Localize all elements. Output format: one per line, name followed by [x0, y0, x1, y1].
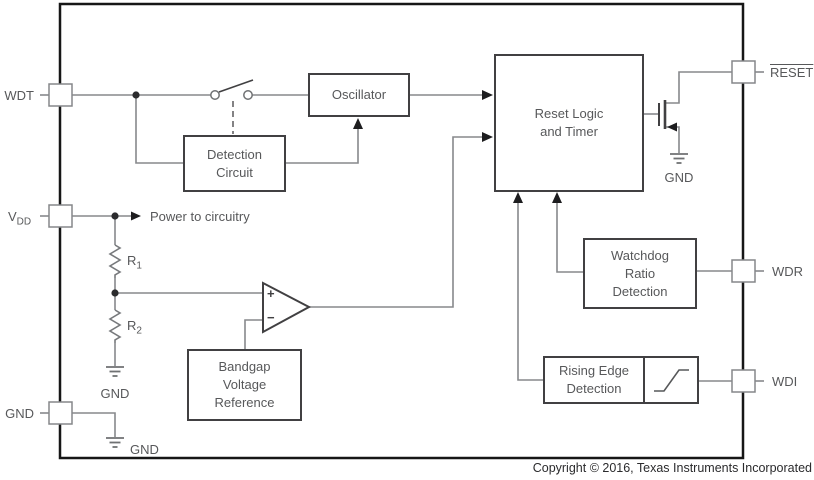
wires: [40, 71, 764, 437]
block-rising-edge-iconcell: [643, 358, 697, 402]
block-reset-logic-line2: and Timer: [540, 124, 598, 139]
block-watchdog-ratio: Watchdog Ratio Detection: [583, 238, 697, 309]
gnd-symbol-r2: [106, 366, 124, 377]
block-rising-edge-line1: Rising Edge: [558, 363, 630, 378]
wire-detection-to-oscillator: [285, 127, 359, 164]
comparator-plus-sign: +: [267, 286, 275, 301]
pin-label-wdr: WDR: [772, 264, 804, 279]
block-bandgap-line1: Bandgap: [218, 359, 271, 374]
label-gnd-r2: GND: [100, 386, 130, 401]
resistor-r2: [108, 309, 122, 343]
pin-box-reset: [731, 60, 756, 84]
junction-vdd: [111, 212, 119, 220]
block-bandgap-line2: Voltage: [222, 377, 267, 392]
label-gnd-pin: GND: [130, 442, 159, 457]
block-oscillator: Oscillator: [308, 73, 410, 117]
pin-label-vdd-sub: DD: [16, 216, 32, 228]
mosfet: [658, 100, 677, 132]
device-outline: [58, 2, 745, 460]
pin-box-wdt: [48, 83, 73, 107]
block-detection-line1: Detection: [207, 146, 262, 162]
wire-drain-to-reset-pin: [665, 71, 732, 104]
pin-box-gnd: [48, 401, 73, 425]
ground-symbols: [106, 153, 688, 448]
pin-label-vdd: VDD: [8, 209, 31, 230]
junction-divider: [111, 289, 119, 297]
block-rising-edge: Rising Edge Detection: [543, 356, 699, 404]
label-r1: R1: [127, 253, 142, 274]
copyright-notice: Copyright © 2016, Texas Instruments Inco…: [532, 461, 812, 475]
block-reset-logic-line1: Reset Logic: [534, 106, 604, 121]
block-bandgap: Bandgap Voltage Reference: [187, 349, 302, 421]
arrow-cmp-to-rl: [482, 132, 493, 142]
slew-rate-icon: [654, 369, 689, 392]
switch-contact-left: [210, 90, 220, 100]
switch-contact-right: [243, 90, 253, 100]
pin-box-wdr: [731, 259, 756, 283]
junction-dots: [111, 91, 140, 297]
wire-comparator-to-resetlogic: [309, 136, 484, 308]
label-gnd-mosfet: GND: [664, 170, 694, 185]
mosfet-source-arrow: [667, 122, 677, 132]
wire-wdt-to-detection: [135, 95, 183, 164]
label-power-to-circuitry: Power to circuitry: [150, 209, 250, 224]
arrow-wdi-to-rl: [513, 192, 523, 203]
pin-label-reset: RESET: [770, 65, 814, 80]
label-r1-sub: 1: [136, 260, 142, 272]
wire-risingedge-to-resetlogic: [517, 203, 543, 381]
block-detection-circuit: Detection Circuit: [183, 135, 286, 192]
resistors: [108, 244, 122, 343]
comparator-minus-sign: −: [267, 310, 275, 325]
gnd-symbol-mosfet: [670, 153, 688, 164]
wdt-switch: [210, 79, 254, 134]
label-r2-sub: 2: [136, 325, 142, 337]
block-oscillator-label: Oscillator: [331, 87, 387, 102]
arrow-wdr-to-rl: [552, 192, 562, 203]
arrow-det-to-osc: [353, 118, 363, 129]
pin-boxes: [48, 60, 756, 425]
block-watchdog-line1: Watchdog: [610, 247, 670, 263]
pin-label-gnd: GND: [5, 406, 34, 421]
arrow-power: [131, 211, 141, 221]
label-r2-base: R: [127, 318, 137, 333]
pin-label-wdi: WDI: [772, 374, 798, 389]
switch-blade: [218, 79, 254, 93]
pin-label-vdd-base: V: [8, 209, 17, 224]
wire-gndpin: [72, 412, 116, 437]
pin-box-vdd: [48, 204, 73, 228]
block-rising-edge-text: Rising Edge Detection: [545, 358, 643, 402]
block-detection-line2: Circuit: [216, 164, 253, 180]
junction-wdt: [132, 91, 140, 99]
label-r1-base: R: [127, 253, 137, 268]
gnd-symbol-pin: [106, 437, 124, 448]
block-bandgap-line3: Reference: [214, 395, 275, 410]
block-rising-edge-line2: Detection: [566, 381, 622, 396]
block-watchdog-line2: Ratio: [624, 265, 656, 281]
block-reset-logic: Reset Logic and Timer: [494, 54, 644, 192]
block-watchdog-line3: Detection: [612, 283, 668, 299]
wire-wdr-to-resetlogic: [556, 203, 583, 273]
arrow-osc-to-rl: [482, 90, 493, 100]
resistor-r1: [108, 244, 122, 278]
pin-box-wdi: [731, 369, 756, 393]
pin-label-wdt: WDT: [4, 88, 34, 103]
comparator: [262, 281, 312, 334]
arrowheads: [131, 90, 562, 221]
wire-bandgap-to-comparator: [244, 319, 263, 349]
label-r2: R2: [127, 318, 142, 339]
